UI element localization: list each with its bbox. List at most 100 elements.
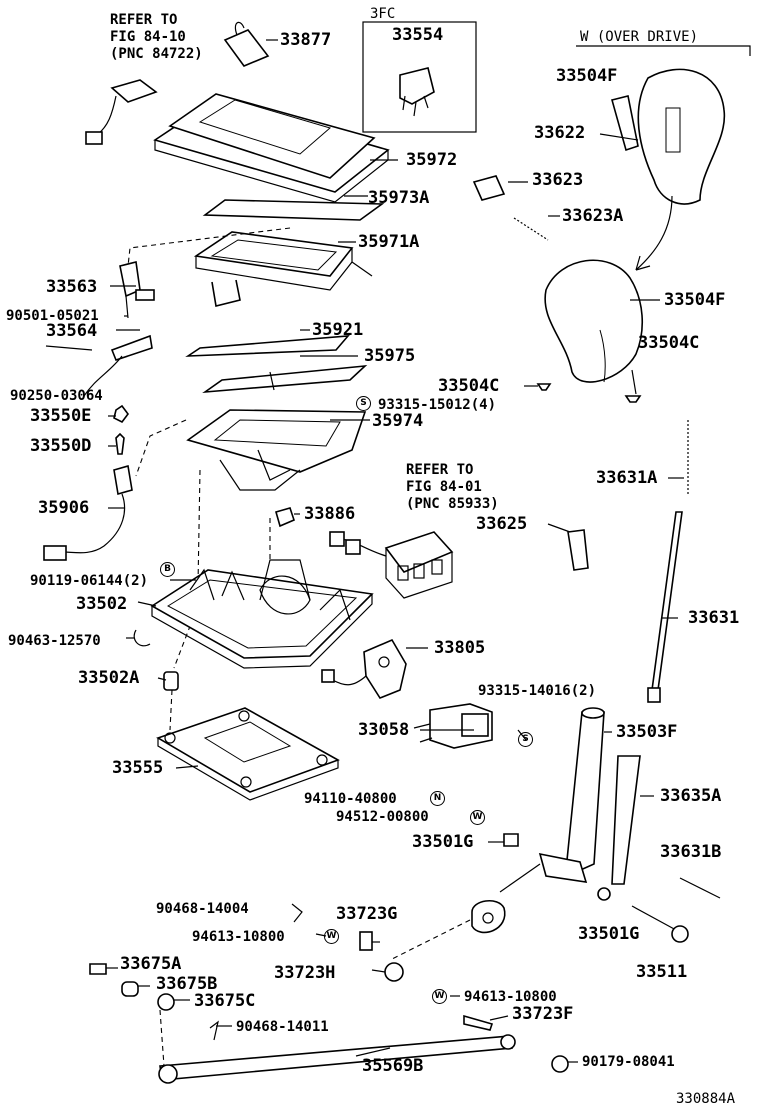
- part-label-94110[interactable]: 94110-40800: [304, 791, 397, 807]
- part-label-35974[interactable]: 35974: [372, 411, 424, 431]
- part-33625-icon: [567, 529, 589, 571]
- part-label-33502[interactable]: 33502: [76, 594, 128, 614]
- part-label-90468-14004[interactable]: 90468-14004: [156, 901, 249, 917]
- part-label-93315-14016[interactable]: 93315-14016(2): [478, 683, 597, 699]
- part-label-35975[interactable]: 35975: [364, 346, 416, 366]
- part-33805-icon: [321, 638, 407, 699]
- part-label-33877[interactable]: 33877: [280, 30, 332, 50]
- part-label-33511[interactable]: 33511: [636, 962, 688, 982]
- part-33511-icon: [631, 905, 689, 943]
- part-33501G-l-icon: [503, 833, 519, 847]
- part-label-33501G-left[interactable]: 33501G: [412, 832, 474, 852]
- part-label-35921[interactable]: 35921: [312, 320, 364, 340]
- transition-arrow: [635, 195, 673, 271]
- part-label-35569B[interactable]: 35569B: [362, 1056, 424, 1076]
- part-label-90119[interactable]: 90119-06144(2): [30, 573, 149, 589]
- box-3fc-frame: [362, 21, 477, 133]
- part-label-33723F[interactable]: 33723F: [512, 1004, 574, 1024]
- part-33623A-icon: [513, 217, 549, 241]
- part-33631B-icon: [679, 877, 721, 899]
- part-90463-icon: [133, 629, 151, 647]
- part-33723F-icon: [463, 1014, 494, 1031]
- part-label-33502A[interactable]: 33502A: [78, 668, 140, 688]
- part-label-33723H[interactable]: 33723H: [274, 963, 336, 983]
- part-33877-icon: [223, 29, 270, 67]
- part-33058-icon: [413, 703, 493, 749]
- symbol-w-marker-2: W: [324, 929, 339, 944]
- part-label-33631A[interactable]: 33631A: [596, 468, 658, 488]
- part-label-33625[interactable]: 33625: [476, 514, 528, 534]
- symbol-n-marker: N: [430, 791, 445, 806]
- part-label-33723G[interactable]: 33723G: [336, 904, 398, 924]
- part-label-33675A[interactable]: 33675A: [120, 954, 182, 974]
- part-label-94613-b[interactable]: 94613-10800: [464, 989, 557, 1005]
- part-33555-icon: [156, 707, 340, 801]
- part-label-90468-14011[interactable]: 90468-14011: [236, 1019, 329, 1035]
- part-33504C-r-icon: [624, 395, 642, 403]
- part-label-35906[interactable]: 35906: [38, 498, 90, 518]
- part-90179-icon: [551, 1055, 569, 1073]
- part-label-33550D[interactable]: 33550D: [30, 436, 92, 456]
- part-35973A-icon: [202, 199, 385, 221]
- part-label-35971A[interactable]: 35971A: [358, 232, 420, 252]
- part-33723G-icon: [359, 931, 373, 951]
- part-33502A-icon: [163, 671, 179, 691]
- part-33623-icon: [472, 175, 506, 201]
- part-label-33623A[interactable]: 33623A: [562, 206, 624, 226]
- part-label-93315-15012[interactable]: 93315-15012(4): [378, 397, 497, 413]
- part-label-33631B[interactable]: 33631B: [660, 842, 722, 862]
- symbol-w-marker: W: [470, 810, 485, 825]
- part-label-33563[interactable]: 33563: [46, 277, 98, 297]
- part-33631-icon: [647, 511, 683, 703]
- overdrive-bracket: [576, 45, 751, 56]
- part-label-33503F[interactable]: 33503F: [616, 722, 678, 742]
- part-35569B-icon: [158, 1034, 516, 1084]
- part-label-33504F[interactable]: 33504F: [664, 290, 726, 310]
- part-label-33504C-r[interactable]: 33504C: [638, 333, 700, 353]
- part-label-90501[interactable]: 90501-05021: [6, 308, 99, 324]
- part-label-33501G-right[interactable]: 33501G: [578, 924, 640, 944]
- part-label-33504C[interactable]: 33504C: [438, 376, 500, 396]
- part-33503F-icon: [471, 707, 605, 934]
- part-label-33555[interactable]: 33555: [112, 758, 164, 778]
- part-33550E-icon: [113, 404, 129, 424]
- part-label-33564[interactable]: 33564: [46, 321, 98, 341]
- diagram-id: 330884A: [676, 1091, 736, 1107]
- part-35921-icon: [185, 335, 350, 357]
- part-33723H-icon: [384, 962, 404, 982]
- part-90468-14011-icon: [209, 1020, 219, 1041]
- part-35974-icon: [186, 409, 367, 491]
- part-label-33675B[interactable]: 33675B: [156, 974, 218, 994]
- part-33675C-icon: [157, 993, 175, 1011]
- part-label-33623[interactable]: 33623: [532, 170, 584, 190]
- part-label-33550E[interactable]: 33550E: [30, 406, 92, 426]
- part-label-33805[interactable]: 33805: [434, 638, 486, 658]
- part-label-94613-a[interactable]: 94613-10800: [192, 929, 285, 945]
- part-label-33675C[interactable]: 33675C: [194, 991, 256, 1011]
- part-35975-icon: [202, 364, 368, 394]
- part-label-94512[interactable]: 94512-00800: [336, 809, 429, 825]
- part-label-33631[interactable]: 33631: [688, 608, 740, 628]
- part-33504F-icon: [544, 259, 644, 383]
- part-33564-icon: [83, 334, 153, 397]
- refer-note-mid: REFER TO FIG 84-01 (PNC 85933): [406, 462, 499, 512]
- part-label-90463[interactable]: 90463-12570: [8, 633, 101, 649]
- part-label-33058[interactable]: 33058: [358, 720, 410, 740]
- part-label-33504F-top[interactable]: 33504F: [556, 66, 618, 86]
- part-33635A-icon: [611, 755, 641, 885]
- part-label-33635A[interactable]: 33635A: [660, 786, 722, 806]
- part-label-35972[interactable]: 35972: [406, 150, 458, 170]
- part-label-33622[interactable]: 33622: [534, 123, 586, 143]
- part-label-35973A[interactable]: 35973A: [368, 188, 430, 208]
- symbol-w-marker-3: W: [432, 989, 447, 1004]
- symbol-b-marker: B: [160, 562, 175, 577]
- refer-note-top: REFER TO FIG 84-10 (PNC 84722): [110, 12, 203, 62]
- part-33563-icon: [119, 261, 155, 319]
- part-label-33886[interactable]: 33886: [304, 504, 356, 524]
- part-label-90179[interactable]: 90179-08041: [582, 1054, 675, 1070]
- part-label-90250[interactable]: 90250-03064: [10, 388, 103, 404]
- part-label-33554[interactable]: 33554: [392, 25, 444, 45]
- overdrive-label: W (OVER DRIVE): [580, 29, 699, 45]
